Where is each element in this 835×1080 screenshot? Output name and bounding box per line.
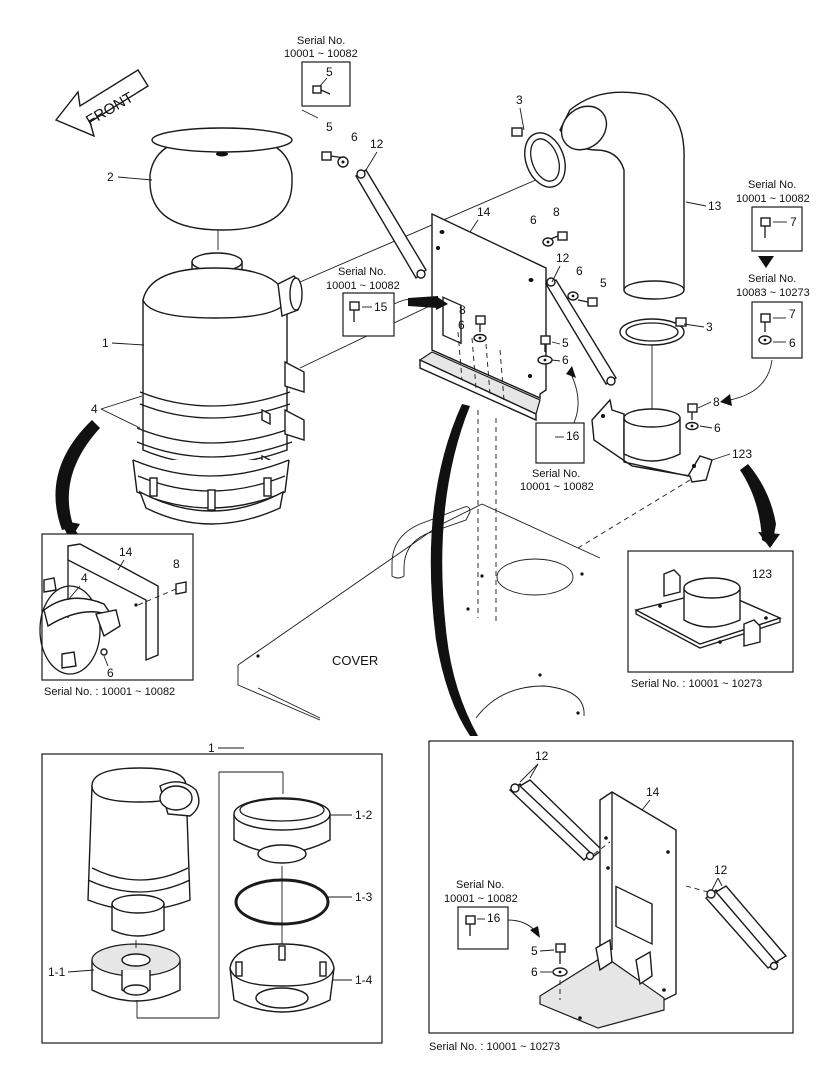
hose-clamp-lower: [619, 317, 687, 346]
callout-123: 123: [732, 447, 752, 461]
callout-6: 6: [714, 421, 721, 435]
callout-8: 8: [713, 395, 720, 409]
callout-8: 8: [173, 557, 180, 571]
serial-range: 10001 ~ 10082: [326, 280, 400, 292]
bolt-8-center: [473, 315, 487, 343]
serial-box-7a: Serial No. 10001 ~ 10082 7: [736, 179, 810, 252]
callout-8: 8: [459, 303, 466, 317]
callout-12: 12: [556, 251, 570, 265]
detail-d-panel: Serial No. 10001 ~ 10082 16 12 14 12 5 6: [428, 740, 794, 1034]
part-number: 6: [789, 336, 796, 350]
callout-12: 12: [535, 749, 549, 763]
callout-3: 3: [516, 93, 523, 107]
callout-1-2: 1-2: [355, 808, 373, 822]
callout-14: 14: [119, 545, 133, 559]
stay-rod-upper: [355, 169, 427, 280]
detail-a-panel: 14 8 4 6: [39, 533, 194, 681]
callout-8: 8: [553, 205, 560, 219]
transition-arrow: [758, 256, 774, 268]
bolt-8-lower: [685, 403, 699, 431]
leader-arrow-center: [430, 404, 478, 736]
callout-2: 2: [107, 170, 114, 184]
part-number: 7: [789, 307, 796, 321]
serial-range: 10001 ~ 10082: [520, 481, 594, 493]
serial-box-7b: Serial No. 10083 ~ 10273 7 6: [736, 273, 810, 359]
serial-range: 10001 ~ 10082: [284, 48, 358, 60]
cover-label: COVER: [332, 653, 378, 668]
callout-5: 5: [600, 276, 607, 290]
callout-6: 6: [576, 264, 583, 278]
detail-a-caption: Serial No. : 10001 ~ 10082: [44, 686, 175, 698]
bolt-8-top: [542, 231, 568, 247]
stay-rod-lower: [544, 277, 617, 386]
callout-1-4: 1-4: [355, 973, 373, 987]
serial-box-top: Serial No. 10001 ~ 10082 5: [284, 35, 358, 107]
outlet-flange-bracket: [591, 398, 713, 483]
part-number: 15: [374, 300, 388, 314]
detail-d-caption: Serial No. : 10001 ~ 10273: [429, 1041, 560, 1053]
mounting-bracket: [418, 212, 547, 625]
callout-5: 5: [562, 336, 569, 350]
callout-12: 12: [370, 137, 384, 151]
callout-1: 1: [208, 741, 215, 755]
air-cleaner-assembly: [132, 127, 305, 525]
callout-1-1: 1-1: [48, 965, 66, 979]
detail-b-caption: Serial No. : 10001 ~ 10273: [631, 678, 762, 690]
detail-c-panel: 1 1-2: [41, 741, 383, 1044]
callout-6: 6: [458, 318, 465, 332]
callout-123: 123: [752, 567, 772, 581]
callout-6: 6: [530, 213, 537, 227]
serial-title: Serial No.: [748, 273, 796, 285]
callout-14: 14: [477, 205, 491, 219]
elbow-intake-pipe: [559, 91, 685, 300]
cover-plate: COVER: [237, 479, 691, 721]
serial-range: 10083 ~ 10273: [736, 287, 810, 299]
part-number: 5: [326, 65, 333, 79]
part-number: 16: [487, 911, 501, 925]
callout-12: 12: [714, 863, 728, 877]
callout-6: 6: [562, 353, 569, 367]
callout-1-3: 1-3: [355, 890, 373, 904]
serial-box-15: Serial No. 10001 ~ 10082 15: [326, 266, 400, 337]
callout-4: 4: [81, 571, 88, 585]
detail-b-panel: 123: [627, 550, 794, 673]
serial-title: Serial No.: [338, 266, 386, 278]
serial-title: Serial No.: [297, 35, 345, 47]
callout-13: 13: [708, 199, 722, 213]
bolt-5-right: [537, 335, 553, 365]
serial-title: Serial No.: [748, 179, 796, 191]
hose-clamp-upper: [511, 127, 566, 188]
leader-arrow-right: [740, 464, 776, 546]
callout-5: 5: [531, 944, 538, 958]
callout-1: 1: [102, 336, 109, 350]
callout-14: 14: [646, 785, 660, 799]
serial-range: 10001 ~ 10082: [736, 193, 810, 205]
part-number: 16: [566, 429, 580, 443]
serial-range: 10001 ~ 10082: [444, 893, 518, 905]
callout-6: 6: [107, 666, 114, 680]
part-number: 7: [790, 215, 797, 229]
leader-arrow-left: [55, 420, 100, 540]
serial-title: Serial No.: [532, 468, 580, 480]
bolt-5-mid: [567, 291, 598, 307]
callout-5: 5: [326, 120, 333, 134]
callout-6: 6: [531, 965, 538, 979]
bolt-5-top: [321, 151, 349, 168]
serial-title: Serial No.: [456, 879, 504, 891]
serial-box-16: 16 Serial No. 10001 ~ 10082: [520, 422, 594, 493]
callout-3: 3: [706, 320, 713, 334]
callout-4: 4: [91, 402, 98, 416]
main-callouts: 2 1 4 5 6 12 3 13 14 6 8 12 6 5 8 6 5 6 …: [91, 93, 752, 461]
front-arrow: FRONT: [54, 69, 149, 138]
callout-6: 6: [351, 130, 358, 144]
